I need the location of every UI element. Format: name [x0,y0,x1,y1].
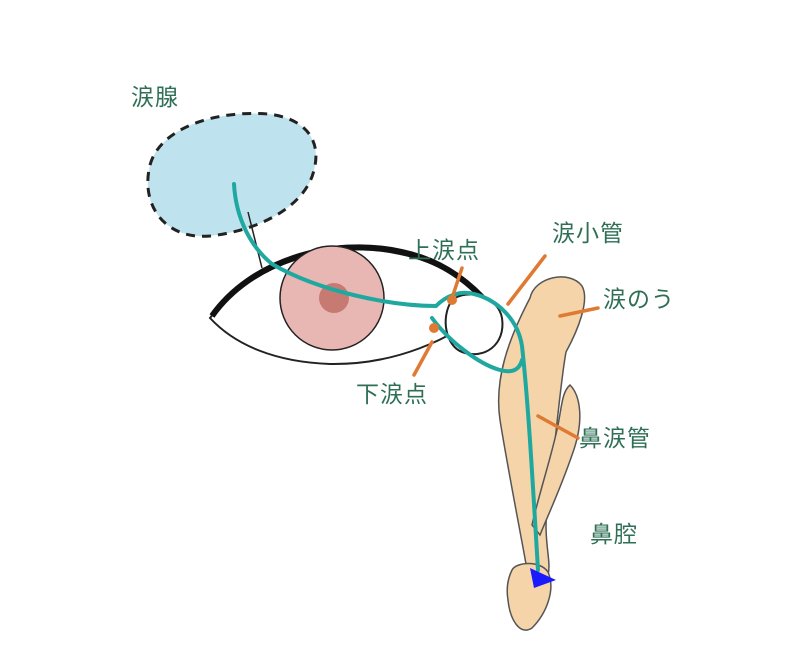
tear-flow-path [234,184,538,570]
label-nasal-cavity: 鼻腔 [590,524,638,547]
label-lacrimal-gland: 涙腺 [131,87,179,110]
label-lacrimal-sac: 涙のう [603,289,675,312]
label-lacrimal-canaliculus: 涙小管 [552,223,624,246]
label-upper-punctum: 上涙点 [408,240,480,263]
lacrimal-gland-shape [148,113,316,236]
nasal-cavity-shape [507,564,551,631]
label-lower-punctum: 下涙点 [356,384,428,407]
upper-punctum-dot [447,295,457,305]
lower-punctum-dot [429,323,439,333]
label-nasolacrimal-duct: 鼻涙管 [579,428,651,451]
